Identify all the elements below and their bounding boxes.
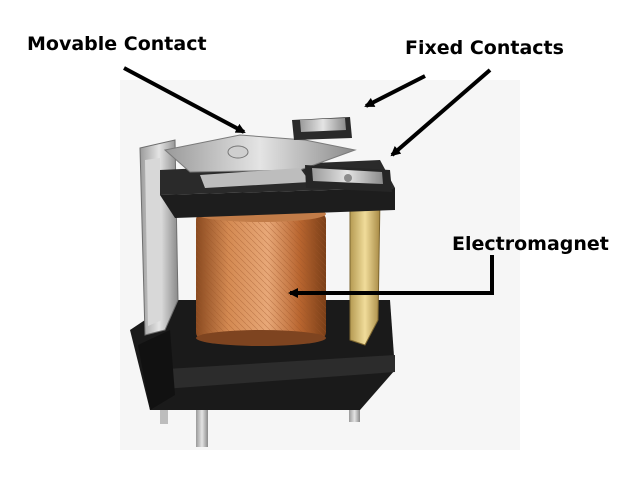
- fixed-contact-arrow-upper: [364, 74, 426, 108]
- fixed-contacts: [292, 117, 392, 192]
- copper-coil: [196, 206, 326, 346]
- electromagnet-label: Electromagnet: [452, 233, 609, 255]
- electromagnet-arrow: [288, 255, 494, 298]
- movable-contact-label: Movable Contact: [27, 33, 207, 55]
- annotation-arrows: [123, 66, 494, 298]
- yoke-frame: [139, 139, 179, 336]
- movable-contact-arrow: [123, 66, 246, 134]
- fixed-contacts-label: Fixed Contacts: [405, 37, 564, 59]
- brass-terminal: [349, 197, 381, 346]
- fixed-contact-arrow-lower: [390, 68, 492, 157]
- armature: [163, 134, 357, 188]
